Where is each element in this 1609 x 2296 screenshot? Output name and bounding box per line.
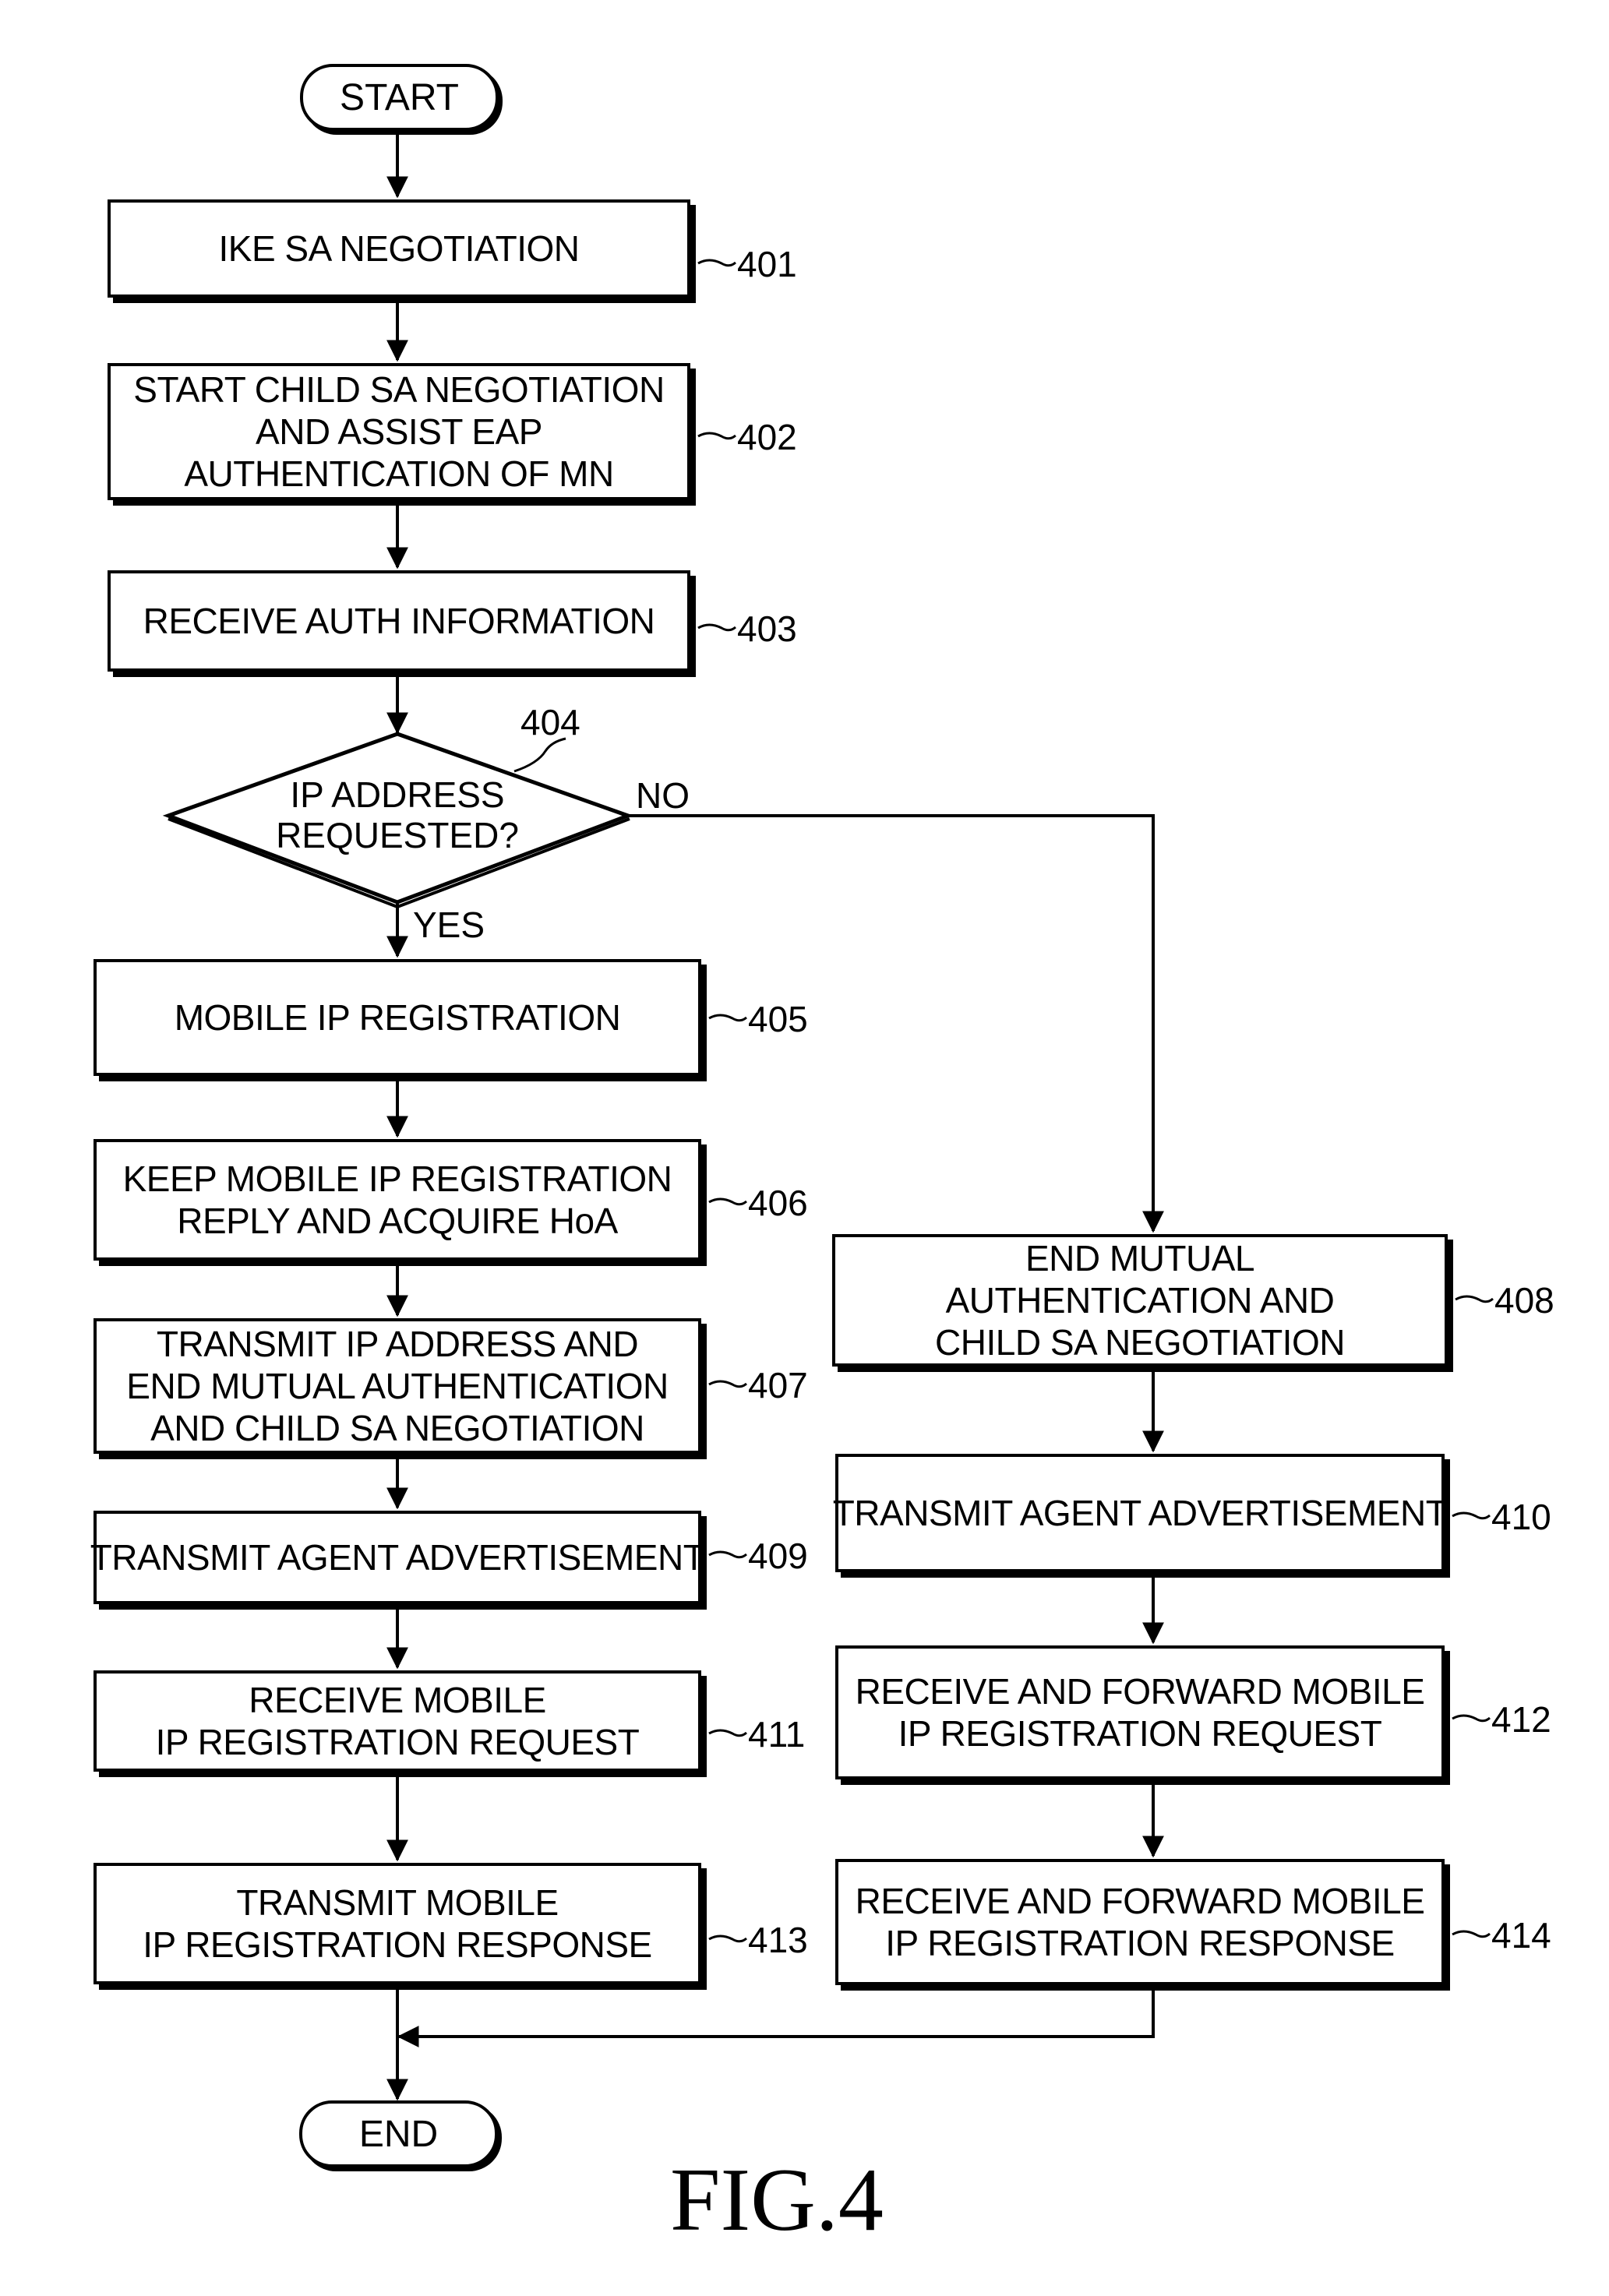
step-414-line-2: IP REGISTRATION RESPONSE — [885, 1922, 1394, 1964]
end-terminal: END — [299, 2100, 498, 2167]
step-box-403: RECEIVE AUTH INFORMATION — [108, 570, 690, 672]
step-412-line-1: RECEIVE AND FORWARD MOBILE — [856, 1670, 1425, 1712]
step-box-407: TRANSMIT IP ADDRESS AND END MUTUAL AUTHE… — [94, 1318, 701, 1454]
step-box-414: RECEIVE AND FORWARD MOBILE IP REGISTRATI… — [835, 1859, 1445, 1985]
step-405-line-1: MOBILE IP REGISTRATION — [175, 996, 621, 1039]
figure-label: FIG.4 — [670, 2149, 884, 2252]
ref-412: 412 — [1491, 1698, 1551, 1741]
step-box-411: RECEIVE MOBILE IP REGISTRATION REQUEST — [94, 1670, 701, 1772]
step-box-402: START CHILD SA NEGOTIATION AND ASSIST EA… — [108, 363, 690, 500]
arrow-404-no-to-408 — [628, 816, 1153, 1231]
step-box-412: RECEIVE AND FORWARD MOBILE IP REGISTRATI… — [835, 1645, 1445, 1779]
step-411-line-2: IP REGISTRATION REQUEST — [156, 1721, 640, 1763]
leader-403 — [698, 625, 736, 630]
step-408-line-1: END MUTUAL — [1025, 1237, 1254, 1279]
step-402-line-3: AUTHENTICATION OF MN — [184, 453, 613, 495]
ref-414: 414 — [1491, 1914, 1551, 1956]
ref-411: 411 — [748, 1713, 805, 1755]
start-label: START — [340, 76, 459, 119]
ref-404: 404 — [520, 701, 580, 743]
step-box-405: MOBILE IP REGISTRATION — [94, 959, 701, 1076]
step-402-line-1: START CHILD SA NEGOTIATION — [133, 369, 664, 411]
ref-401: 401 — [737, 243, 797, 285]
ref-405: 405 — [748, 998, 808, 1040]
leader-410 — [1452, 1513, 1490, 1518]
step-407-line-2: END MUTUAL AUTHENTICATION — [126, 1365, 668, 1407]
leader-409 — [709, 1552, 746, 1557]
leader-402 — [698, 433, 736, 439]
leader-411 — [709, 1730, 746, 1736]
step-box-409: TRANSMIT AGENT ADVERTISEMENT — [94, 1511, 701, 1604]
yes-branch-label: YES — [413, 904, 485, 946]
end-label: END — [359, 2113, 438, 2156]
ref-403: 403 — [737, 608, 797, 650]
step-407-line-1: TRANSMIT IP ADDRESS AND — [157, 1323, 638, 1365]
step-411-line-1: RECEIVE MOBILE — [249, 1679, 546, 1721]
step-406-line-1: KEEP MOBILE IP REGISTRATION — [123, 1158, 672, 1200]
ref-402: 402 — [737, 416, 797, 458]
step-403-line-1: RECEIVE AUTH INFORMATION — [143, 600, 655, 642]
arrow-414-merge-to-end — [399, 1987, 1153, 2037]
start-terminal: START — [300, 64, 499, 131]
ref-409: 409 — [748, 1535, 808, 1577]
step-410-line-1: TRANSMIT AGENT ADVERTISEMENT — [833, 1492, 1448, 1534]
leader-412 — [1452, 1716, 1490, 1721]
leader-413 — [709, 1936, 746, 1942]
leader-406 — [709, 1199, 746, 1204]
step-413-line-2: IP REGISTRATION RESPONSE — [143, 1924, 651, 1966]
step-414-line-1: RECEIVE AND FORWARD MOBILE — [856, 1880, 1425, 1922]
ref-408: 408 — [1494, 1279, 1554, 1321]
no-branch-label: NO — [636, 774, 690, 816]
step-407-line-3: AND CHILD SA NEGOTIATION — [150, 1407, 644, 1449]
leader-407 — [709, 1381, 746, 1387]
step-408-line-3: CHILD SA NEGOTIATION — [935, 1321, 1345, 1363]
step-412-line-2: IP REGISTRATION REQUEST — [898, 1712, 1382, 1755]
step-406-line-2: REPLY AND ACQUIRE HoA — [177, 1200, 618, 1242]
step-box-408: END MUTUAL AUTHENTICATION AND CHILD SA N… — [832, 1234, 1448, 1367]
step-box-406: KEEP MOBILE IP REGISTRATION REPLY AND AC… — [94, 1139, 701, 1261]
decision-404-line-1: IP ADDRESS — [290, 774, 504, 815]
ref-413: 413 — [748, 1919, 808, 1961]
decision-404-line-2: REQUESTED? — [276, 815, 519, 855]
step-401-line-1: IKE SA NEGOTIATION — [218, 227, 579, 270]
step-402-line-2: AND ASSIST EAP — [256, 411, 542, 453]
leader-404 — [514, 739, 566, 771]
step-box-410: TRANSMIT AGENT ADVERTISEMENT — [835, 1454, 1445, 1572]
step-413-line-1: TRANSMIT MOBILE — [236, 1882, 558, 1924]
step-box-401: IKE SA NEGOTIATION — [108, 199, 690, 298]
step-box-413: TRANSMIT MOBILE IP REGISTRATION RESPONSE — [94, 1863, 701, 1984]
ref-410: 410 — [1491, 1496, 1551, 1538]
leader-405 — [709, 1015, 746, 1021]
leader-408 — [1456, 1296, 1493, 1302]
step-408-line-2: AUTHENTICATION AND — [946, 1279, 1335, 1321]
ref-407: 407 — [748, 1364, 808, 1406]
decision-404-text: IP ADDRESS REQUESTED? — [257, 774, 538, 855]
ref-406: 406 — [748, 1182, 808, 1224]
leader-401 — [698, 260, 736, 266]
step-409-line-1: TRANSMIT AGENT ADVERTISEMENT — [90, 1536, 705, 1578]
leader-414 — [1452, 1931, 1490, 1937]
